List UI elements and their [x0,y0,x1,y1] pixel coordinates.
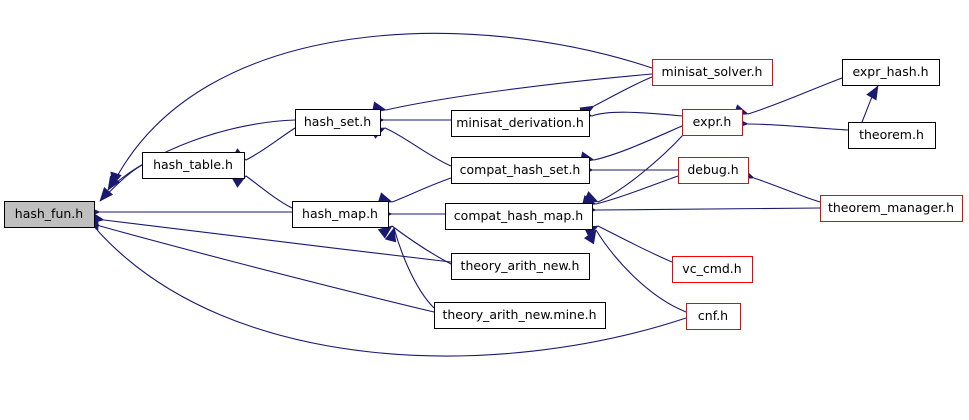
edge-minisat_derivation-to-hash_set [370,114,451,126]
edge-debug-to-compat_hash_set [579,164,678,176]
edge-minisat_solver-to-minisat_derivation [579,76,653,118]
edge-line [595,207,821,211]
node-layer: hash_fun.h hash_table.h hash_set.h hash_map… [4,59,963,330]
edge-line [597,133,685,203]
node-theory_arith_new[interactable]: theory_arith_new.h [451,253,590,280]
edge-minisat_solver-to-hash_set [371,73,653,113]
node-theory_arith_new_mine[interactable]: theory_arith_new.mine.h [434,302,606,329]
edge-line [103,219,452,263]
edge-line [111,32,653,187]
node-expr_hash[interactable]: expr_hash.h [842,59,940,86]
edge-arrowhead [110,171,122,187]
node-box[interactable] [842,59,940,86]
edge-arrowhead [866,85,879,101]
node-debug[interactable]: debug.h [678,157,749,184]
node-expr[interactable]: expr.h [682,109,743,136]
edge-line [595,229,687,313]
edge-arrowhead [583,191,599,203]
edge-expr-to-compat_hash_map [583,133,685,203]
node-box[interactable] [451,157,590,184]
edge-line [591,111,683,117]
node-compat_hash_set[interactable]: compat_hash_set.h [451,157,590,184]
node-cnf[interactable]: cnf.h [686,303,741,330]
node-theorem_manager[interactable]: theorem_manager.h [820,195,963,222]
node-box[interactable] [678,157,749,184]
edge-line [593,125,683,161]
node-theorem[interactable]: theorem.h [848,122,936,149]
edge-line [391,177,452,203]
node-box[interactable] [451,253,590,280]
node-hash_set[interactable]: hash_set.h [295,109,381,136]
edge-line [99,225,435,313]
edge-line [245,175,293,209]
edge-line [384,127,452,167]
edge-line [595,175,679,205]
node-box[interactable] [292,201,389,228]
edge-debug-to-compat_hash_map [581,175,679,207]
node-hash_map[interactable]: hash_map.h [292,201,389,228]
edge-cnf-to-compat_hash_map [583,229,687,313]
edge-theorem-to-expr [734,117,849,131]
node-box[interactable] [682,109,743,136]
edge-theorem_manager-to-compat_hash_map [582,203,821,216]
edge-line [597,225,673,263]
edge-arrowhead [384,227,397,243]
edge-expr-to-compat_hash_set [579,125,683,163]
edge-line [393,227,435,309]
node-box[interactable] [652,59,773,86]
node-hash_fun[interactable]: hash_fun.h [4,201,95,228]
edge-arrowhead [99,187,114,202]
node-vc_cmd[interactable]: vc_cmd.h [672,256,753,283]
edge-line [747,77,843,115]
edge-expr-to-minisat_derivation [577,107,683,119]
edge-line [385,73,653,111]
node-box[interactable] [434,302,606,329]
node-box[interactable] [4,201,95,228]
edge-line [753,177,821,203]
node-box[interactable] [686,303,741,330]
edge-theorem_manager-to-debug [739,167,821,203]
edge-hash_table-to-hash_fun [99,164,143,202]
edge-hash_map-to-hash_fun [86,206,292,218]
edge-line [97,230,687,357]
edge-arrowhead [583,229,597,245]
edge-vc_cmd-to-compat_hash_map [583,225,673,263]
node-compat_hash_map[interactable]: compat_hash_map.h [445,203,593,230]
edge-line [391,225,452,265]
edge-line [245,127,296,161]
node-box[interactable] [848,122,936,149]
node-box[interactable] [451,110,590,137]
edge-minisat_solver-to-hash_fun [110,32,653,187]
node-box[interactable] [820,195,963,222]
edge-line [593,76,653,107]
edge-line [747,123,849,131]
node-box[interactable] [445,203,593,230]
node-box[interactable] [295,109,381,136]
node-box[interactable] [672,256,753,283]
node-box[interactable] [142,152,245,179]
node-minisat_solver[interactable]: minisat_solver.h [652,59,773,86]
edge-compat_hash_set-to-hash_set [370,127,452,167]
edge-theorem-to-expr_hash [861,85,879,123]
node-minisat_derivation[interactable]: minisat_derivation.h [451,110,590,137]
node-hash_table[interactable]: hash_table.h [142,152,245,179]
edge-line [107,119,296,191]
edge-theory_arith_new_mine-to-hash_map [384,227,435,309]
